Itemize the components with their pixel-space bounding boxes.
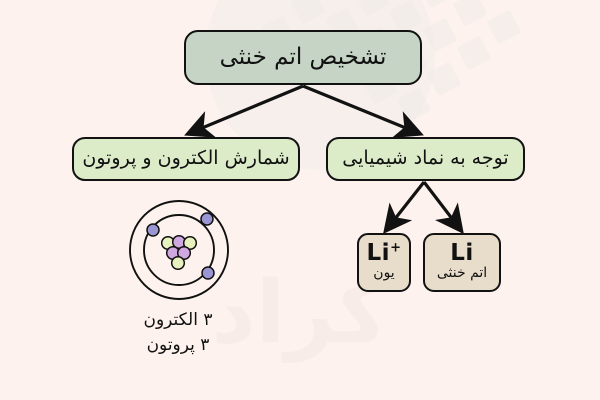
ion-element-symbol: Li: [366, 239, 391, 266]
node-leaf-ion[interactable]: Li+ یون: [357, 233, 411, 292]
node-root-identify-neutral-atom[interactable]: تشخیص اتم خنثی: [184, 30, 422, 85]
node-leaf-neutral-atom[interactable]: Li اتم خنثی: [423, 233, 501, 292]
arrow-root-to-symbol: [302, 84, 424, 138]
neutral-element-symbol: Li: [450, 239, 474, 266]
arrow-symbol-to-neutral: [422, 181, 464, 235]
node-branch-count-electrons-protons[interactable]: شمارش الکترون و پروتون: [72, 137, 300, 181]
arrow-root-to-count: [184, 84, 304, 138]
node-branch-symbol-label: توجه به نماد شیمیایی: [342, 147, 509, 170]
ion-chemical-symbol: Li+: [366, 239, 402, 266]
atom-nucleus: [160, 234, 198, 271]
electron-3: [201, 266, 215, 280]
ion-caption: یون: [373, 264, 395, 281]
node-root-label: تشخیص اتم خنثی: [219, 44, 387, 71]
node-branch-chemical-symbol[interactable]: توجه به نماد شیمیایی: [326, 137, 525, 181]
ion-charge-superscript: +: [390, 240, 402, 256]
atom-caption-block: ۳ الکترون ۳ پروتون: [108, 308, 248, 357]
neutral-chemical-symbol: Li: [450, 239, 474, 266]
nucleus-neutron-3: [170, 255, 186, 271]
atom-outer-shell: [129, 200, 229, 300]
arrow-symbol-to-ion: [383, 181, 426, 235]
electron-1: [146, 223, 160, 237]
atom-caption-protons: ۳ پروتون: [146, 334, 210, 355]
atom-caption-electrons: ۳ الکترون: [143, 310, 213, 330]
atom-inner-shell: [143, 214, 215, 286]
neutral-caption: اتم خنثی: [436, 264, 488, 281]
atom-model-illustration: [129, 200, 229, 300]
electron-2: [200, 212, 214, 226]
node-branch-count-label: شمارش الکترون و پروتون: [82, 147, 290, 170]
